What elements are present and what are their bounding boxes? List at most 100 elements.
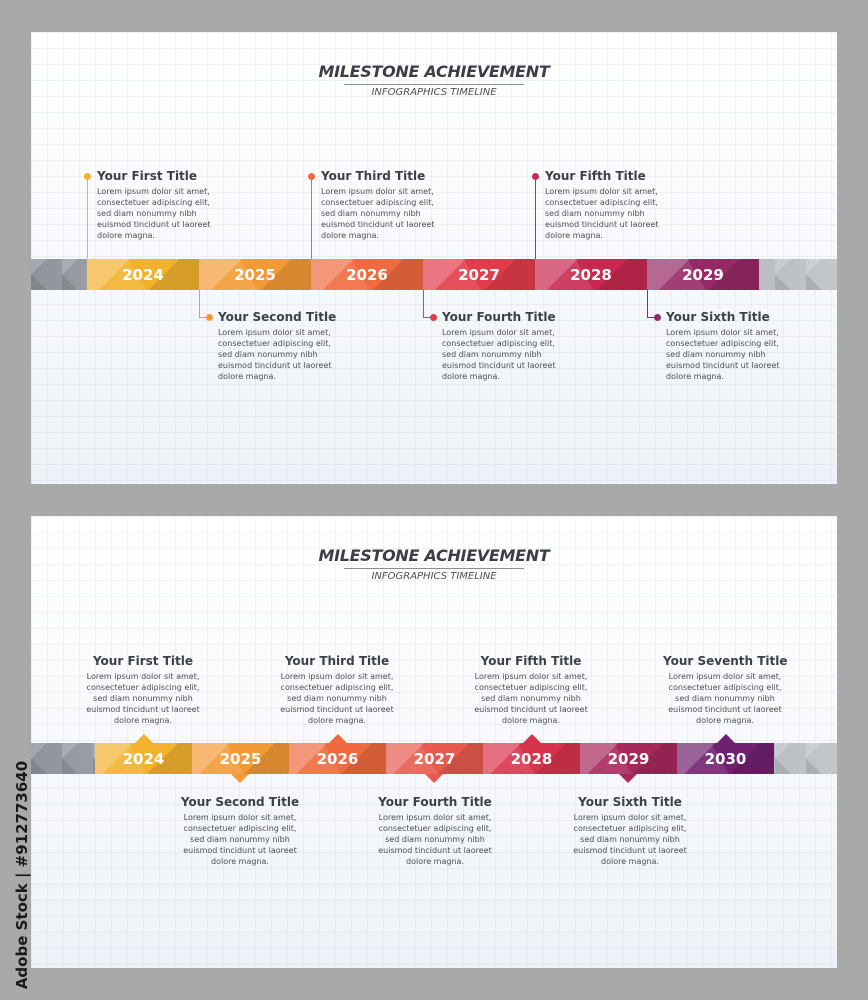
year-label: 2024 — [122, 749, 165, 768]
description-line: dolore magna. — [502, 716, 560, 725]
description-line: sed diam nonummy nibh — [97, 209, 197, 218]
stock-credit: Adobe Stock | #912773640 — [6, 761, 38, 989]
milestone-item-1: Your First Title Lorem ipsum dolor sit a… — [86, 654, 200, 726]
description-line: sed diam nonummy nibh — [287, 694, 387, 703]
description-line: consectetuer adipiscing elit, — [321, 198, 434, 207]
milestone-title: Your Second Title — [180, 795, 300, 809]
milestone-title: Your Fourth Title — [378, 795, 492, 809]
description-line: Lorem ipsum dolor sit amet, — [442, 328, 555, 337]
milestone-description: Lorem ipsum dolor sit amet, consectetuer… — [86, 671, 200, 726]
milestone-dot — [430, 314, 437, 321]
milestone-title: Your First Title — [97, 169, 198, 183]
description-line: dolore magna. — [308, 716, 366, 725]
description-line: Lorem ipsum dolor sit amet, — [183, 813, 297, 822]
description-line: dolore magna. — [97, 231, 155, 240]
milestone-description: Lorem ipsum dolor sit amet, consectetuer… — [545, 186, 671, 241]
description-line: euismod tincidunt ut laoreet — [545, 220, 659, 229]
description-line: dolore magna. — [114, 716, 172, 725]
pointer-arrow-down — [619, 774, 637, 783]
description-line: euismod tincidunt ut laoreet — [86, 705, 200, 714]
description-line: dolore magna. — [696, 716, 754, 725]
description-line: euismod tincidunt ut laoreet — [442, 361, 556, 370]
description-line: dolore magna. — [406, 857, 464, 866]
milestone-description: Lorem ipsum dolor sit amet, consectetuer… — [218, 327, 344, 382]
milestone-title: Your Fifth Title — [545, 169, 646, 183]
milestone-description: Lorem ipsum dolor sit amet, consectetuer… — [378, 812, 492, 867]
description-line: sed diam nonummy nibh — [442, 350, 542, 359]
year-label: 2026 — [316, 749, 359, 768]
panel-heading: MILESTONE ACHIEVEMENT INFOGRAPHICS TIMEL… — [31, 62, 837, 98]
description-line: euismod tincidunt ut laoreet — [378, 846, 492, 855]
description-line: consectetuer adipiscing elit, — [442, 339, 555, 348]
description-line: Lorem ipsum dolor sit amet, — [280, 672, 394, 681]
connector-line — [199, 290, 200, 317]
description-line: euismod tincidunt ut laoreet — [183, 846, 297, 855]
year-segment-2028: 2028 — [483, 743, 580, 774]
year-segment-2028: 2028 — [535, 259, 647, 290]
year-segment-2027: 2027 — [386, 743, 483, 774]
description-line: dolore magna. — [321, 231, 379, 240]
milestone-title: Your Second Title — [218, 310, 337, 324]
description-line: euismod tincidunt ut laoreet — [321, 220, 435, 229]
milestone-title: Your Third Title — [321, 169, 426, 183]
milestone-dot — [84, 173, 91, 180]
pointer-arrow-down — [231, 774, 249, 783]
milestone-description: Lorem ipsum dolor sit amet, consectetuer… — [668, 671, 782, 726]
description-line: dolore magna. — [666, 372, 724, 381]
description-line: consectetuer adipiscing elit, — [378, 824, 492, 833]
year-segment-2029: 2029 — [580, 743, 677, 774]
year-label: 2024 — [122, 265, 164, 284]
year-label: 2025 — [219, 749, 262, 768]
description-line: consectetuer adipiscing elit, — [545, 198, 658, 207]
description-line: Lorem ipsum dolor sit amet, — [668, 672, 782, 681]
milestone-item-3: Your Third Title Lorem ipsum dolor sit a… — [280, 654, 394, 726]
connector-line — [535, 177, 536, 259]
milestone-item-1: Your First Title Lorem ipsum dolor sit a… — [97, 169, 223, 241]
panel-subtitle: INFOGRAPHICS TIMELINE — [371, 87, 497, 98]
stock-credit-text: Adobe Stock | #912773640 — [13, 760, 32, 990]
connector-line — [311, 177, 312, 259]
connector-line — [87, 177, 88, 259]
description-line: consectetuer adipiscing elit, — [218, 339, 331, 348]
description-line: sed diam nonummy nibh — [675, 694, 775, 703]
year-label: 2029 — [607, 749, 650, 768]
year-segment-2029: 2029 — [647, 259, 759, 290]
pointer-arrow-down — [425, 774, 443, 783]
year-segment-2026: 2026 — [311, 259, 423, 290]
timeline-panel-six-years: MILESTONE ACHIEVEMENT INFOGRAPHICS TIMEL… — [31, 32, 837, 484]
description-line: consectetuer adipiscing elit, — [474, 683, 588, 692]
description-line: Lorem ipsum dolor sit amet, — [573, 813, 687, 822]
milestone-description: Lorem ipsum dolor sit amet, consectetuer… — [666, 327, 792, 382]
milestone-item-2: Your Second Title Lorem ipsum dolor sit … — [218, 310, 344, 382]
description-line: consectetuer adipiscing elit, — [666, 339, 779, 348]
milestone-item-4: Your Fourth Title Lorem ipsum dolor sit … — [442, 310, 568, 382]
description-line: dolore magna. — [442, 372, 500, 381]
milestone-dot — [654, 314, 661, 321]
milestone-description: Lorem ipsum dolor sit amet, consectetuer… — [321, 186, 447, 241]
milestone-item-2: Your Second Title Lorem ipsum dolor sit … — [177, 795, 303, 867]
description-line: Lorem ipsum dolor sit amet, — [218, 328, 331, 337]
description-line: consectetuer adipiscing elit, — [86, 683, 200, 692]
year-label: 2027 — [458, 265, 500, 284]
milestone-title: Your First Title — [92, 654, 194, 668]
connector-line — [423, 290, 424, 317]
description-line: sed diam nonummy nibh — [580, 835, 680, 844]
year-segment-2024: 2024 — [95, 743, 192, 774]
milestone-item-6: Your Sixth Title Lorem ipsum dolor sit a… — [666, 310, 792, 382]
milestone-item-7: Your Seventh Title Lorem ipsum dolor sit… — [663, 654, 788, 726]
connector-line — [647, 290, 648, 317]
description-line: sed diam nonummy nibh — [481, 694, 581, 703]
milestone-description: Lorem ipsum dolor sit amet, consectetuer… — [442, 327, 568, 382]
year-segment-2025: 2025 — [199, 259, 311, 290]
description-line: consectetuer adipiscing elit, — [183, 824, 297, 833]
milestone-item-4: Your Fourth Title Lorem ipsum dolor sit … — [372, 795, 498, 867]
description-line: dolore magna. — [545, 231, 603, 240]
milestone-item-3: Your Third Title Lorem ipsum dolor sit a… — [321, 169, 447, 241]
description-line: sed diam nonummy nibh — [218, 350, 318, 359]
pointer-arrow-up — [329, 734, 347, 743]
description-line: Lorem ipsum dolor sit amet, — [97, 187, 210, 196]
milestone-title: Your Fourth Title — [442, 310, 556, 324]
description-line: sed diam nonummy nibh — [545, 209, 645, 218]
milestone-description: Lorem ipsum dolor sit amet, consectetuer… — [474, 671, 588, 726]
year-segment-2027: 2027 — [423, 259, 535, 290]
